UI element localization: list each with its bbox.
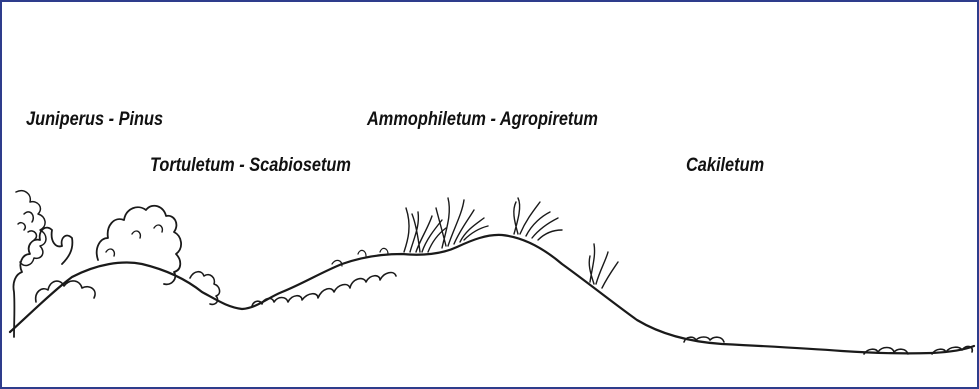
juniper-branch-2 [18,212,36,240]
grass-tuft-1 [404,208,446,252]
tortuletum-clump [252,273,396,306]
grass-tuft-3 [514,198,562,240]
marram-grass-tufts [404,198,618,288]
juniper-branch [16,191,46,266]
pine-crown-detail [106,225,162,256]
tortuletum-clump-detail [332,248,388,266]
grass-tuft-2 [436,198,488,248]
grass-tuft-4 [589,244,618,288]
dune-ground-profile [10,235,974,354]
